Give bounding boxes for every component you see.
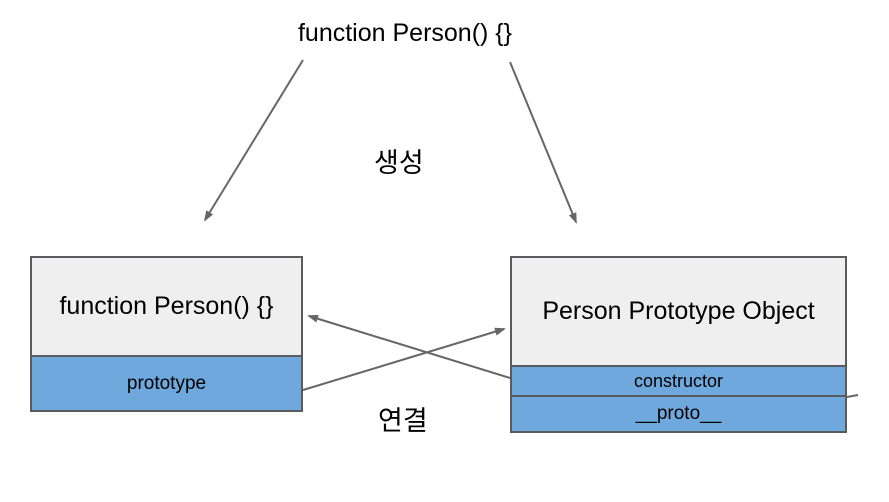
stray-tick-icon: [846, 394, 859, 398]
constructor-row: constructor: [512, 365, 845, 395]
link-label: 연결: [378, 406, 428, 436]
creation-arrow-right-icon: [509, 61, 577, 224]
creation-label: 생성: [374, 148, 424, 178]
function-declaration-label: function Person() {}: [297, 19, 512, 47]
person-prototype-box-title: Person Prototype Object: [512, 258, 845, 365]
person-prototype-object-box: Person Prototype Object constructor __pr…: [510, 256, 847, 433]
function-person-box: function Person() {} prototype: [30, 256, 303, 412]
prototype-row: prototype: [32, 355, 301, 410]
creation-arrow-left-icon: [203, 59, 304, 222]
link-arrow-constructor-icon: [307, 314, 511, 379]
function-person-box-title: function Person() {}: [32, 258, 301, 355]
proto-row: __proto__: [512, 395, 845, 431]
link-arrow-prototype-icon: [302, 327, 506, 391]
